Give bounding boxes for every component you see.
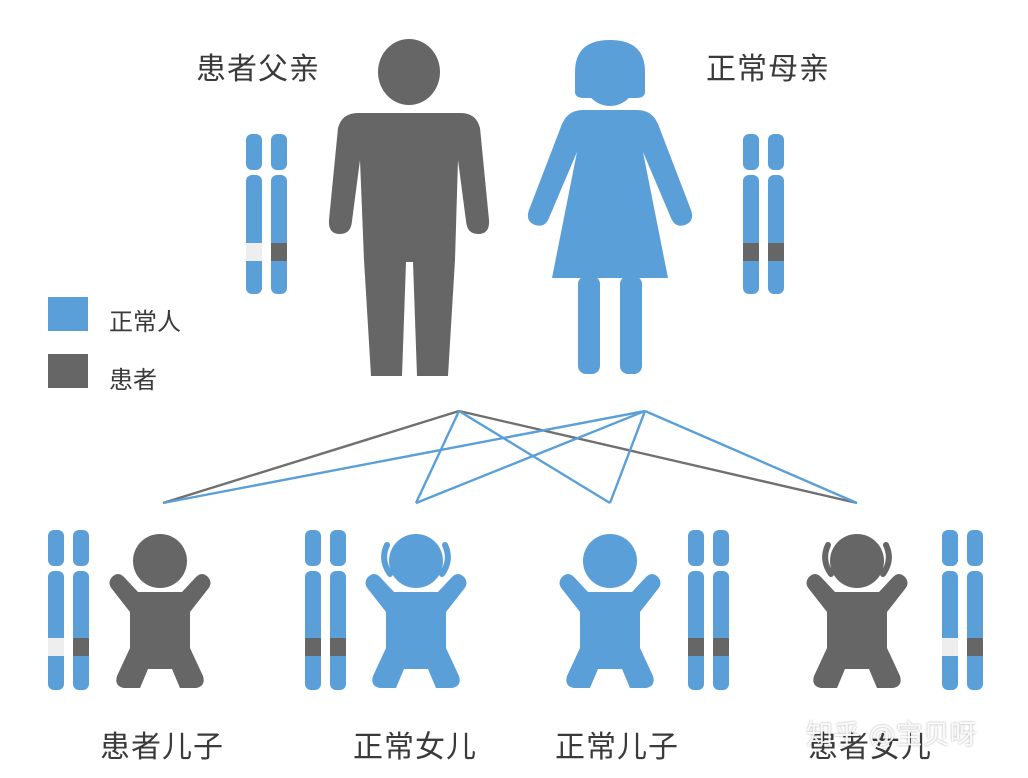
daughter-normal-figure: [365, 534, 467, 688]
mother-label: 正常母亲: [706, 52, 830, 87]
father-chromosomes: [246, 134, 287, 294]
inheritance-lines: [162, 409, 858, 505]
son-normal-label: 正常儿子: [555, 730, 679, 765]
son-patient-chromosomes: [48, 530, 89, 690]
legend-normal-label: 正常人: [109, 308, 181, 336]
daughter-patient-label: 患者女儿: [808, 730, 932, 765]
mother-chromosomes: [743, 134, 784, 294]
legend-swatch-normal: [48, 297, 88, 331]
father-figure: [328, 39, 490, 376]
mother-figure: [527, 40, 693, 374]
daughter-normal-label: 正常女儿: [353, 730, 477, 765]
legend-patient-label: 患者: [109, 366, 157, 394]
son-normal-figure: [559, 534, 661, 688]
son-patient-figure: [109, 534, 211, 688]
legend-swatch-patient: [48, 354, 88, 388]
father-label: 患者父亲: [196, 52, 320, 87]
daughter-patient-chromosomes: [942, 530, 983, 690]
watermark: 知乎 @宝贝呀: [806, 720, 977, 751]
daughter-patient-figure: [806, 534, 908, 688]
daughter-normal-chromosomes: [305, 530, 346, 690]
son-normal-chromosomes: [688, 530, 729, 690]
son-patient-label: 患者儿子: [100, 730, 224, 765]
